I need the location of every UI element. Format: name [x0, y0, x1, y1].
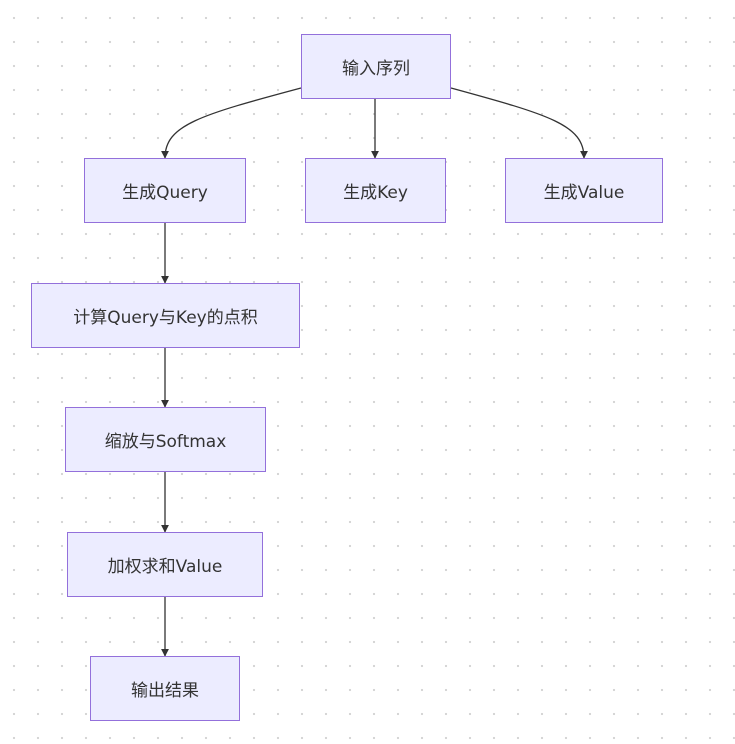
node-label: 计算Query与Key的点积 — [73, 308, 258, 328]
node-weighted-sum[interactable]: 加权求和Value — [67, 532, 263, 597]
node-scale-softmax[interactable]: 缩放与Softmax — [65, 407, 266, 472]
node-generate-key[interactable]: 生成Key — [305, 158, 446, 223]
node-generate-query[interactable]: 生成Query — [84, 158, 246, 223]
node-label: 输入序列 — [342, 59, 410, 79]
edge-input-to-value — [450, 87, 588, 159]
node-label: 输出结果 — [131, 681, 199, 701]
node-dot-product[interactable]: 计算Query与Key的点积 — [31, 283, 300, 348]
node-label: 生成Key — [343, 183, 408, 203]
node-input-sequence[interactable]: 输入序列 — [301, 34, 451, 99]
node-generate-value[interactable]: 生成Value — [505, 158, 663, 223]
node-label: 生成Value — [543, 183, 625, 203]
node-label: 加权求和Value — [107, 557, 223, 577]
node-output-result[interactable]: 输出结果 — [90, 656, 240, 721]
node-label: 生成Query — [122, 183, 208, 203]
edge-input-to-query — [161, 87, 302, 159]
node-label: 缩放与Softmax — [104, 432, 227, 452]
